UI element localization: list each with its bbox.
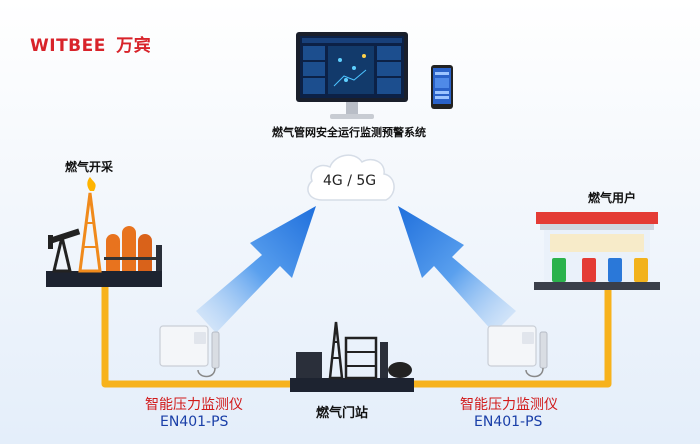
monitor-icon (296, 32, 408, 119)
phone-icon (431, 65, 453, 109)
gate-station-label: 燃气门站 (316, 406, 369, 421)
gas-gate-station-icon (290, 321, 414, 392)
brand-logo: WITBEE 万宾 (30, 31, 151, 56)
production-label: 燃气开采 (65, 160, 114, 174)
device-right-name: 智能压力监测仪 (460, 397, 558, 413)
right-uplink-arrow (398, 206, 516, 333)
system-title: 燃气管网安全运行监测预警系统 (272, 126, 426, 139)
device-right-model: EN401-PS (474, 414, 543, 430)
device-left-name: 智能压力监测仪 (145, 397, 243, 413)
gas-production-site-icon (46, 177, 162, 287)
gas-user-station-icon (534, 212, 660, 290)
cloud-icon (307, 154, 395, 201)
brand-name: WITBEE (30, 36, 106, 56)
left-uplink-arrow (196, 206, 316, 333)
brand-name-cn: 万宾 (116, 36, 152, 56)
pressure-monitor-device-left-icon (159, 325, 220, 378)
pressure-monitor-device-right-icon (487, 325, 548, 378)
device-left-model: EN401-PS (160, 414, 229, 430)
users-label: 燃气用户 (588, 191, 637, 205)
network-label: 4G / 5G (323, 173, 377, 189)
